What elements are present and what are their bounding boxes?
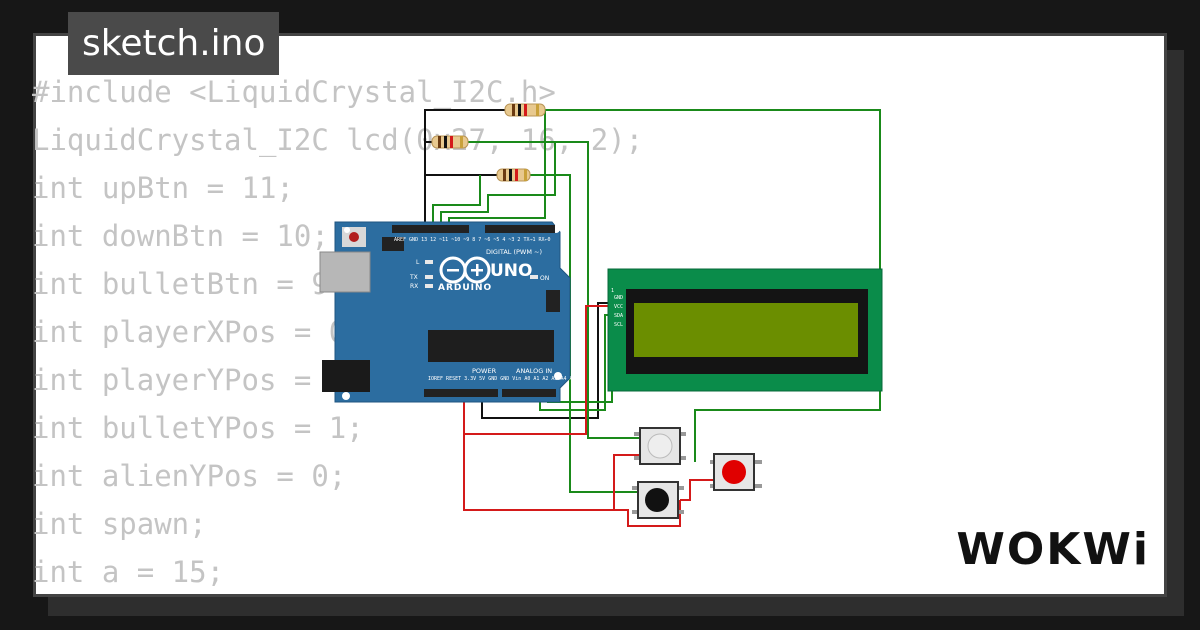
lcd-pin-header: 1 (611, 288, 614, 294)
code-line: #include <LiquidCrystal_I2C.h> (32, 75, 556, 109)
code-line: int alienYPos = 0; (32, 459, 347, 493)
code-line: int bulletYPos = 1; (32, 411, 364, 445)
code-line: int spawn; (32, 507, 207, 541)
bottom-pin-labels: IOREF RESET 3.3V 5V GND GND Vin A0 A1 A2… (428, 376, 576, 382)
code-line: int downBtn = 10; (32, 219, 329, 253)
usb-port (319, 251, 371, 293)
on-led-label: ON (540, 275, 549, 282)
header-digital-high (392, 225, 469, 233)
wire-gnd-lcd (481, 302, 613, 419)
analog-label: ANALOG IN (516, 367, 552, 375)
resistor[interactable] (431, 135, 469, 149)
lcd-pin-gnd: GND (614, 295, 623, 301)
wire-5v-red (680, 479, 716, 501)
pushbutton-white[interactable] (634, 427, 686, 465)
digital-label: DIGITAL (PWM ~) (486, 248, 542, 256)
wire-btn-white (467, 141, 640, 439)
pushbutton-red[interactable] (710, 453, 762, 491)
power-label: POWER (472, 367, 497, 375)
power-jack (322, 360, 370, 392)
tx-led-label: TX (409, 274, 418, 281)
header-power (424, 389, 498, 397)
board-brand-label: ARDUINO (438, 283, 492, 293)
board-model-label: UNO (490, 261, 532, 281)
code-line: int a = 15; (32, 555, 225, 589)
lcd-pin-scl: SCL (614, 322, 623, 328)
lcd-pin-sda: SDA (614, 313, 623, 319)
wire-5v-black (463, 434, 681, 527)
code-preview: #include <LiquidCrystal_I2C.h>LiquidCrys… (32, 68, 643, 596)
wire-pin-10 (440, 142, 556, 228)
wokwi-logo: WOKWi (956, 524, 1150, 575)
wire-pin-9 (448, 110, 546, 228)
wire-5v-white (613, 454, 640, 510)
code-line: int playerXPos = 0; (32, 315, 364, 349)
lcd-1602-i2c[interactable]: 1 GND VCC SDA SCL (607, 268, 883, 392)
resistor[interactable] (496, 168, 531, 182)
l-led-label: L (416, 259, 420, 266)
header-digital-low (485, 225, 555, 233)
wire-5v-lcd (463, 305, 613, 435)
preview-card (33, 33, 1167, 597)
code-line: int bulletBtn = 9; (32, 267, 347, 301)
pushbutton-black[interactable] (632, 481, 684, 519)
lcd-pin-vcc: VCC (614, 304, 623, 310)
arduino-uno-board[interactable]: UNO ARDUINO DIGITAL (PWM ~) AREF GND 13 … (319, 221, 576, 403)
code-line: int upBtn = 11; (32, 171, 294, 205)
atmega-chip (428, 330, 554, 362)
rx-led-label: RX (410, 283, 418, 290)
top-pin-labels: AREF GND 13 12 ~11 ~10 ~9 8 7 ~6 ~5 4 ~3… (394, 237, 551, 243)
lcd-screen (634, 303, 858, 357)
wire-pin-11 (432, 175, 481, 228)
wire-gnd-resistors (424, 109, 505, 230)
sketch-filename-tab: sketch.ino (68, 12, 280, 75)
wires (424, 109, 881, 527)
wire-btn-red (545, 109, 881, 462)
header-analog (502, 389, 556, 397)
resistor[interactable] (504, 103, 546, 117)
